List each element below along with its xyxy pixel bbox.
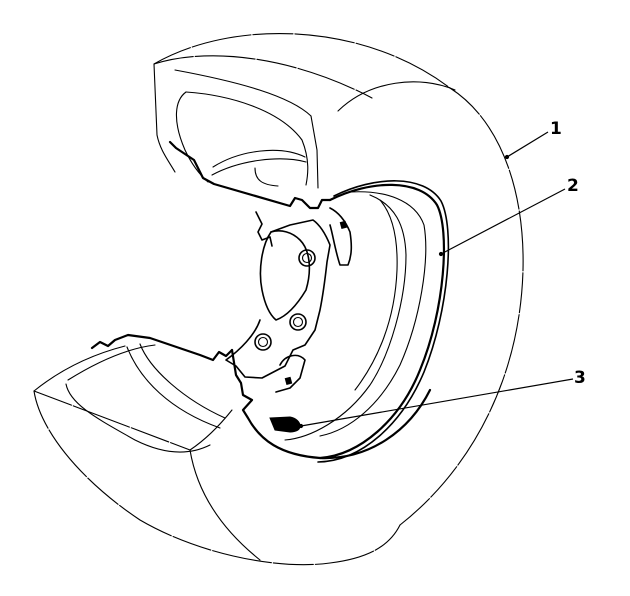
callout-label-2: 2 (567, 176, 579, 196)
leader-lines (300, 131, 574, 427)
valve-stem (269, 416, 304, 433)
leader-line-1 (506, 131, 549, 158)
leader-line-2 (440, 188, 566, 255)
rim (225, 180, 450, 463)
leader-line-3 (300, 378, 574, 427)
callout-label-3: 3 (574, 368, 586, 388)
tire (33, 33, 524, 566)
callout-label-1: 1 (550, 119, 562, 139)
